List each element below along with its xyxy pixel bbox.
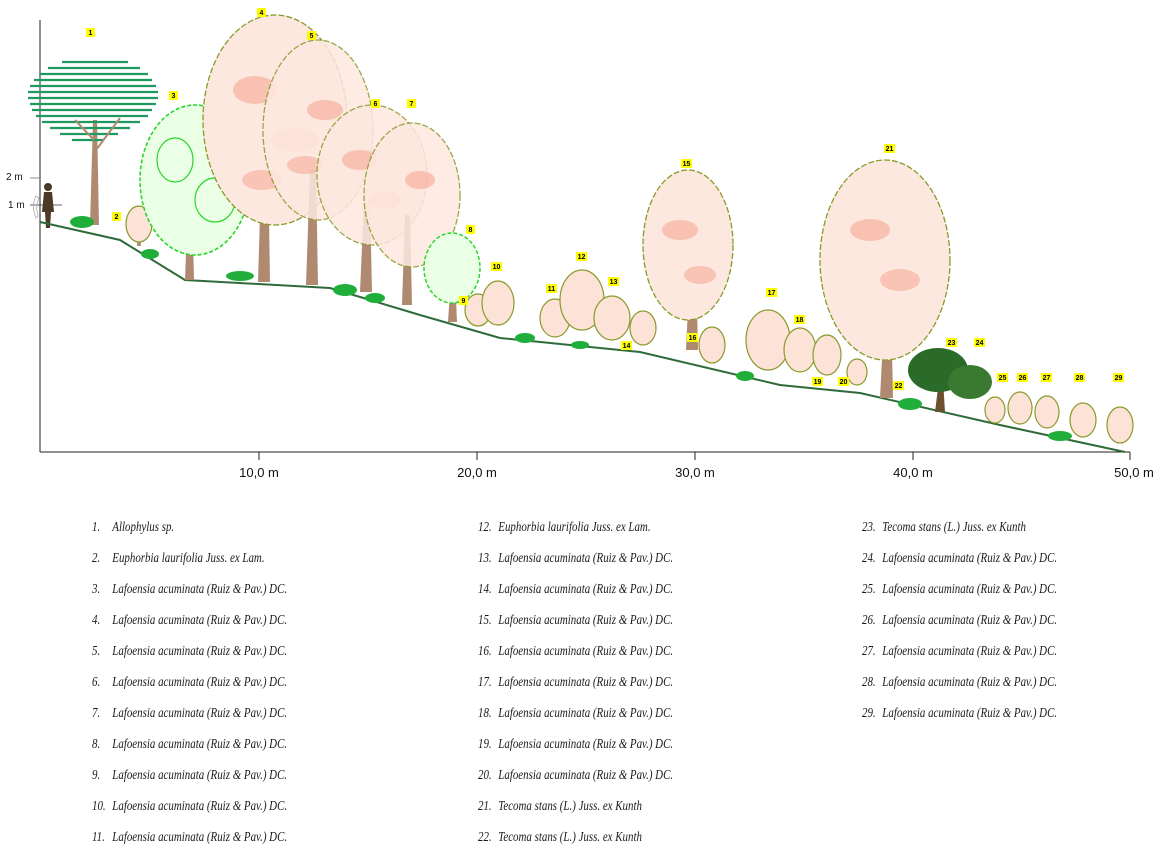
tag-2: 2 bbox=[115, 214, 119, 221]
tag-15: 15 bbox=[683, 161, 691, 168]
tag-14: 14 bbox=[623, 343, 631, 350]
legend-item: 21.Tecoma stans (L.) Juss. ex Kunth bbox=[478, 799, 642, 814]
legend-item: 18.Lafoensia acuminata (Ruiz & Pav.) DC. bbox=[478, 706, 674, 721]
legend-item: 24.Lafoensia acuminata (Ruiz & Pav.) DC. bbox=[862, 551, 1058, 566]
tag-18: 18 bbox=[796, 317, 804, 324]
tree-1-allophylus bbox=[28, 60, 158, 225]
tag-20: 20 bbox=[840, 379, 848, 386]
vegetation-profile-diagram: 10,0 m 20,0 m 30,0 m 40,0 m 50,0 m 2 m 1… bbox=[6, 8, 1154, 480]
tag-1: 1 bbox=[89, 30, 93, 37]
x-tick-label: 50,0 m bbox=[1114, 465, 1154, 480]
legend-item: 16.Lafoensia acuminata (Ruiz & Pav.) DC. bbox=[478, 644, 674, 659]
legend-item: 6.Lafoensia acuminata (Ruiz & Pav.) DC. bbox=[92, 675, 288, 690]
legend-item: 25.Lafoensia acuminata (Ruiz & Pav.) DC. bbox=[862, 582, 1058, 597]
tag-10: 10 bbox=[493, 264, 501, 271]
legend-item: 29.Lafoensia acuminata (Ruiz & Pav.) DC. bbox=[862, 706, 1058, 721]
tag-5: 5 bbox=[310, 33, 314, 40]
x-tick-label: 10,0 m bbox=[239, 465, 279, 480]
x-tick-label: 40,0 m bbox=[893, 465, 933, 480]
tag-9: 9 bbox=[462, 298, 466, 305]
legend-item: 28.Lafoensia acuminata (Ruiz & Pav.) DC. bbox=[862, 675, 1058, 690]
legend-item: 22.Tecoma stans (L.) Juss. ex Kunth bbox=[478, 830, 642, 845]
tag-27: 27 bbox=[1043, 375, 1051, 382]
legend-item: 19.Lafoensia acuminata (Ruiz & Pav.) DC. bbox=[478, 737, 674, 752]
legend-item: 23.Tecoma stans (L.) Juss. ex Kunth bbox=[862, 520, 1026, 535]
height-scale: 2 m 1 m bbox=[6, 172, 62, 211]
tag-6: 6 bbox=[374, 101, 378, 108]
tag-3: 3 bbox=[172, 93, 176, 100]
legend-item: 13.Lafoensia acuminata (Ruiz & Pav.) DC. bbox=[478, 551, 674, 566]
legend-item: 26.Lafoensia acuminata (Ruiz & Pav.) DC. bbox=[862, 613, 1058, 628]
tag-11: 11 bbox=[548, 286, 556, 293]
tag-26: 26 bbox=[1019, 375, 1027, 382]
tag-8: 8 bbox=[469, 227, 473, 234]
legend-item: 3.Lafoensia acuminata (Ruiz & Pav.) DC. bbox=[92, 582, 288, 597]
legend-item: 11.Lafoensia acuminata (Ruiz & Pav.) DC. bbox=[92, 830, 288, 845]
legend-item: 4.Lafoensia acuminata (Ruiz & Pav.) DC. bbox=[92, 613, 288, 628]
tree-7-lafoensia bbox=[363, 122, 461, 305]
legend-item: 1.Allophylus sp. bbox=[92, 520, 175, 535]
tag-28: 28 bbox=[1076, 375, 1084, 382]
height-mark-2m: 2 m bbox=[6, 172, 23, 183]
tree-21-tecoma bbox=[819, 159, 951, 398]
tree-number-tags: 1 2 3 4 5 6 7 8 9 10 11 12 13 14 15 16 1… bbox=[86, 8, 1124, 390]
tag-17: 17 bbox=[768, 290, 776, 297]
legend-item: 17.Lafoensia acuminata (Ruiz & Pav.) DC. bbox=[478, 675, 674, 690]
legend-item: 15.Lafoensia acuminata (Ruiz & Pav.) DC. bbox=[478, 613, 674, 628]
tag-23: 23 bbox=[948, 340, 956, 347]
tree-23-tecoma bbox=[908, 348, 992, 412]
legend-item: 20.Lafoensia acuminata (Ruiz & Pav.) DC. bbox=[478, 768, 674, 783]
legend-item: 14.Lafoensia acuminata (Ruiz & Pav.) DC. bbox=[478, 582, 674, 597]
human-scale-figure bbox=[33, 183, 54, 228]
legend-item: 8.Lafoensia acuminata (Ruiz & Pav.) DC. bbox=[92, 737, 288, 752]
tag-4: 4 bbox=[260, 10, 264, 17]
tag-7: 7 bbox=[410, 101, 414, 108]
tag-19: 19 bbox=[814, 379, 822, 386]
x-tick-label: 30,0 m bbox=[675, 465, 715, 480]
legend-item: 12.Euphorbia laurifolia Juss. ex Lam. bbox=[478, 520, 651, 535]
tree-15-lafoensia bbox=[642, 169, 734, 350]
tag-22: 22 bbox=[895, 383, 903, 390]
tag-24: 24 bbox=[976, 340, 984, 347]
small-lafoensia-trees bbox=[464, 269, 1134, 444]
legend-item: 5.Lafoensia acuminata (Ruiz & Pav.) DC. bbox=[92, 644, 288, 659]
x-tick-label: 20,0 m bbox=[457, 465, 497, 480]
tree-8-lafoensia bbox=[423, 232, 481, 322]
x-axis-ticks: 10,0 m 20,0 m 30,0 m 40,0 m 50,0 m bbox=[239, 452, 1154, 480]
tag-12: 12 bbox=[578, 254, 586, 261]
legend-item: 2.Euphorbia laurifolia Juss. ex Lam. bbox=[92, 551, 265, 566]
tag-25: 25 bbox=[999, 375, 1007, 382]
legend-item: 9.Lafoensia acuminata (Ruiz & Pav.) DC. bbox=[92, 768, 288, 783]
tag-16: 16 bbox=[689, 335, 697, 342]
ground-shrubs bbox=[70, 216, 1072, 441]
legend-item: 10.Lafoensia acuminata (Ruiz & Pav.) DC. bbox=[92, 799, 288, 814]
tag-29: 29 bbox=[1115, 375, 1123, 382]
tag-21: 21 bbox=[886, 146, 894, 153]
height-mark-1m: 1 m bbox=[8, 200, 25, 211]
legend-item: 7.Lafoensia acuminata (Ruiz & Pav.) DC. bbox=[92, 706, 288, 721]
tag-13: 13 bbox=[610, 279, 618, 286]
legend-item: 27.Lafoensia acuminata (Ruiz & Pav.) DC. bbox=[862, 644, 1058, 659]
